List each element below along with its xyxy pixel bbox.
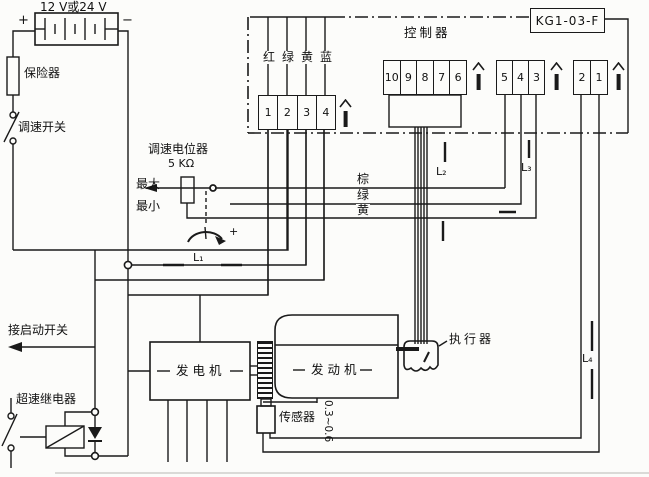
plug-icon — [550, 61, 564, 96]
l1-label: L₁ — [192, 251, 205, 265]
pot-max-label: 最大 — [136, 177, 161, 191]
battery-plus: + — [18, 13, 29, 28]
terminal-block-5-3: 5 4 3 — [496, 60, 545, 95]
green-wire-label: 绿 — [356, 188, 371, 203]
terminal-1: 1 — [259, 96, 279, 129]
terminal-8: 8 — [417, 61, 434, 94]
terminal-6: 6 — [454, 71, 462, 84]
terminal-3: 3 — [298, 96, 317, 129]
terminal-10: 10 — [384, 61, 401, 94]
yellow-wire-label: 黄 — [356, 203, 371, 218]
actuator-label: 执行器 — [449, 332, 495, 346]
terminal-4: 4 — [322, 106, 330, 119]
plug-icon — [612, 61, 626, 96]
terminal-block-1-4: 1 2 3 4 — [258, 95, 336, 130]
terminal-2: 2 — [278, 96, 298, 129]
terminal-7: 7 — [434, 61, 451, 94]
generator-label: 发电机 — [176, 363, 226, 378]
engine-label: 发动机 — [311, 362, 361, 377]
l4-label: L₄ — [582, 352, 593, 365]
terminal-block-10-6: 10 9 8 7 6 — [383, 60, 467, 95]
overspeed-relay-label: 超速继电器 — [16, 392, 77, 406]
fuse-label: 保险器 — [24, 66, 61, 80]
plug-icon — [472, 61, 486, 96]
terminal-4b: 4 — [513, 61, 529, 94]
brown-wire-label: 棕 — [356, 172, 371, 187]
terminal-block-2-1: 2 1 — [573, 60, 608, 95]
wire-green-label: 绿 — [281, 50, 296, 65]
terminal-1b: 1 — [595, 71, 603, 84]
wire-red-label: 红 — [262, 50, 277, 65]
terminal-5: 5 — [497, 61, 513, 94]
pot-min-label: 最小 — [136, 199, 161, 213]
plug-icon — [339, 98, 353, 133]
battery-minus: − — [122, 13, 133, 28]
sensor-label: 传感器 — [278, 410, 317, 425]
gap-spec-label: 0.3~0.6 — [322, 400, 334, 443]
start-switch-label: 接启动开关 — [8, 323, 69, 337]
wire-yellow-label: 黄 — [300, 50, 315, 65]
speed-switch-label: 调速开关 — [18, 120, 67, 134]
model-box: KG1-03-F — [530, 8, 605, 33]
l2-label: L₂ — [436, 165, 447, 178]
controller-label: 控制器 — [404, 25, 451, 40]
wire-blue-label: 蓝 — [319, 50, 334, 65]
pot-title: 调速电位器 — [148, 142, 209, 156]
terminal-9: 9 — [401, 61, 418, 94]
terminal-2b: 2 — [574, 61, 591, 94]
l3-label: L₃ — [521, 161, 532, 174]
battery-voltage-label: 12 V或24 V — [40, 0, 107, 14]
pot-value: 5 KΩ — [168, 157, 195, 170]
terminal-3b: 3 — [533, 71, 540, 84]
pot-plus: + — [229, 225, 239, 238]
flywheel-gear — [257, 341, 273, 399]
